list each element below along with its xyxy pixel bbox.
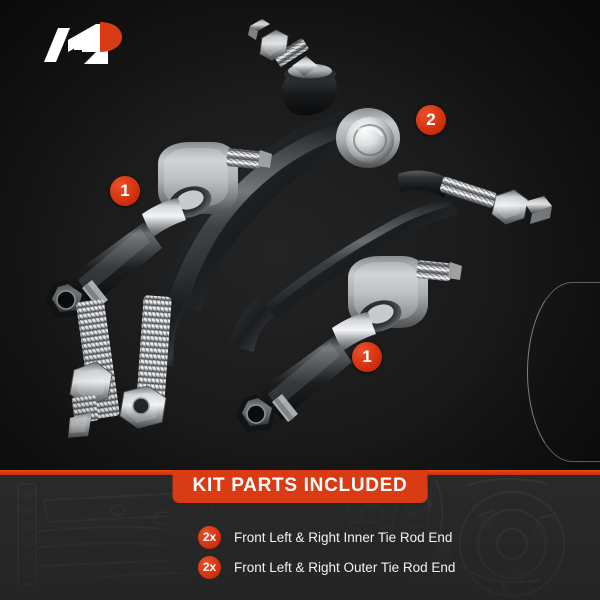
callout-marker-1-left: 1 xyxy=(110,176,140,206)
part-label: Front Left & Right Outer Tie Rod End xyxy=(234,559,456,575)
part-label: Front Left & Right Inner Tie Rod End xyxy=(234,529,453,545)
callout-marker-2: 2 xyxy=(416,105,446,135)
list-item: 2x Front Left & Right Inner Tie Rod End xyxy=(198,522,558,552)
quantity-badge: 2x xyxy=(198,555,221,579)
kit-parts-list: 2x Front Left & Right Inner Tie Rod End … xyxy=(198,522,558,582)
callout-marker-1-right: 1 xyxy=(352,342,382,372)
brand-logo xyxy=(22,16,130,74)
kit-parts-banner: KIT PARTS INCLUDED 2x Front Left & Right… xyxy=(0,470,600,600)
threaded-shaft-left xyxy=(68,299,120,438)
a-premium-logo-mark xyxy=(44,22,122,64)
list-item: 2x Front Left & Right Outer Tie Rod End xyxy=(198,552,558,582)
banner-title: KIT PARTS INCLUDED xyxy=(172,470,428,503)
threaded-shaft-right xyxy=(119,295,172,429)
part-inner-tie-rod-right xyxy=(236,256,462,432)
quantity-badge: 2x xyxy=(198,525,221,549)
